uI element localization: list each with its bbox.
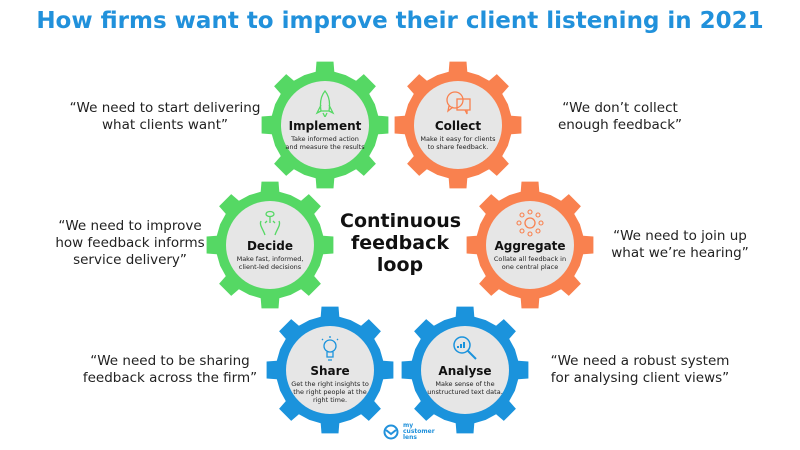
gear-title: Aggregate [494, 239, 566, 253]
gear-description: Collate all feedback in one central plac… [493, 255, 567, 271]
quote-collect: “We don’t collect enough feedback” [557, 100, 683, 133]
gear-title: Share [310, 364, 350, 378]
gear-title: Collect [434, 119, 482, 133]
chat-bubbles-icon [443, 89, 473, 117]
page-title: How firms want to improve their client l… [36, 8, 764, 34]
magnifier-chart-icon [450, 334, 480, 362]
gear-title: Implement [288, 119, 362, 133]
center-label: Continuous feedback loop [340, 210, 462, 276]
rocket-icon [310, 89, 340, 119]
quote-decide: “We need to improve how feedback informs… [55, 218, 205, 268]
quote-share: “We need to be sharing feedback across t… [82, 353, 258, 386]
gear-title: Analyse [438, 364, 492, 378]
gear-description: Get the right insights to the right peop… [291, 380, 369, 404]
quote-analyse: “We need a robust system for analysing c… [550, 353, 730, 386]
hub-network-icon [515, 209, 545, 237]
gear-disc-share [286, 326, 374, 414]
gear-disc-analyse [421, 326, 509, 414]
logo-text: my customer lens [403, 422, 435, 441]
lightbulb-icon [315, 334, 345, 362]
gear-description: Make fast, informed, client-led decision… [236, 255, 304, 271]
gear-disc-decide [226, 201, 314, 289]
gear-disc-aggregate [486, 201, 574, 289]
gear-description: Take informed action and measure the res… [285, 135, 365, 151]
gear-description: Make sense of the unstructured text data… [427, 380, 503, 396]
quote-aggregate: “We need to join up what we’re hearing” [611, 228, 749, 261]
gear-description: Make it easy for clients to share feedba… [420, 135, 496, 151]
quote-implement: “We need to start delivering what client… [69, 100, 261, 133]
gear-disc-collect [414, 81, 502, 169]
gear-disc-implement [281, 81, 369, 169]
decision-heads-icon [255, 209, 285, 237]
logo: my customer lens [382, 423, 435, 441]
gear-title: Decide [246, 239, 294, 253]
logo-icon [383, 424, 399, 440]
